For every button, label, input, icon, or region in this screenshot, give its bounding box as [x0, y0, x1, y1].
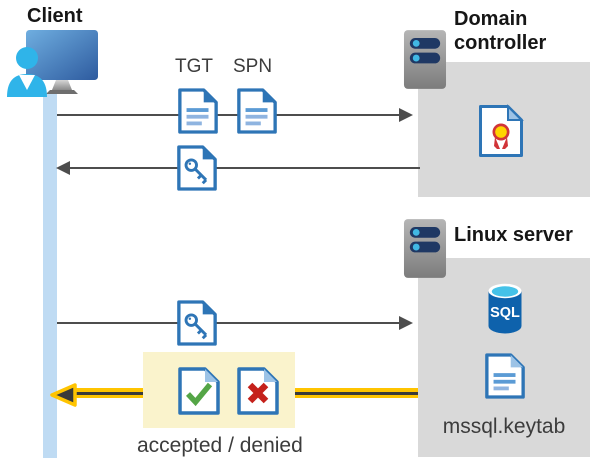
keytab-document-icon	[484, 352, 526, 400]
sql-database-icon: SQL	[486, 281, 524, 336]
service-request-arrow-line	[57, 322, 400, 324]
denied-cross-document-icon	[236, 366, 280, 416]
tgt-response-arrowhead	[56, 161, 70, 175]
tgt-response-arrow-line	[70, 167, 420, 169]
key-document-icon	[176, 144, 218, 192]
linux-server-label: Linux server	[454, 224, 573, 246]
domain-controller-server-icon	[403, 29, 447, 90]
tgt-label: TGT	[175, 56, 213, 77]
monitor-icon	[26, 30, 98, 94]
tgt-document-icon	[177, 87, 219, 135]
response-arrowhead	[46, 381, 78, 409]
certificate-icon	[478, 104, 524, 158]
service-request-arrowhead	[399, 316, 413, 330]
request-arrow-line	[57, 114, 400, 116]
accepted-denied-label: accepted / denied	[137, 434, 303, 457]
key-document-icon	[176, 299, 218, 347]
request-arrowhead	[399, 108, 413, 122]
spn-document-icon	[236, 87, 278, 135]
linux-server-icon	[403, 218, 447, 279]
user-icon	[6, 45, 50, 97]
sql-badge-text: SQL	[490, 305, 520, 321]
client-lifeline	[43, 93, 57, 458]
client-label: Client	[27, 5, 83, 27]
accepted-check-document-icon	[177, 366, 221, 416]
keytab-file-label: mssql.keytab	[442, 415, 566, 438]
domain-controller-label: Domain controller	[454, 8, 547, 54]
spn-label: SPN	[233, 56, 273, 77]
